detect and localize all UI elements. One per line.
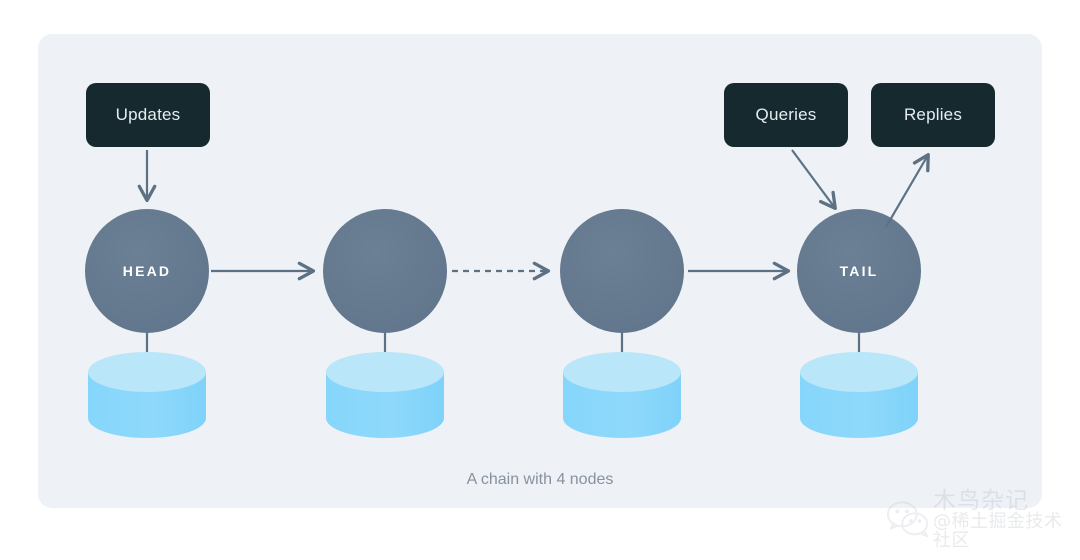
arrow-tail-to-replies <box>885 152 930 228</box>
io-box-replies-label: Replies <box>903 105 963 124</box>
node-storage-stems <box>145 330 861 370</box>
io-box-updates-label: Updates <box>115 105 181 124</box>
io-box-queries-label: Queries <box>755 105 817 124</box>
chain-node-tail <box>797 209 921 333</box>
storage-cylinder-node-2 <box>326 352 444 438</box>
arrow-queries-to-tail <box>791 149 837 211</box>
chain-node-3 <box>560 209 684 333</box>
io-box-queries[interactable]: Queries <box>724 83 848 147</box>
chain-node-2 <box>323 209 447 333</box>
storage-cylinder-node-3 <box>563 352 681 438</box>
diagram-caption: A chain with 4 nodes <box>466 471 614 488</box>
io-box-updates[interactable]: Updates <box>86 83 210 147</box>
storage-cylinder-tail <box>800 352 918 438</box>
chain-node-head <box>85 209 209 333</box>
storage-cylinder-head <box>88 352 206 438</box>
io-box-replies[interactable]: Replies <box>871 83 995 147</box>
